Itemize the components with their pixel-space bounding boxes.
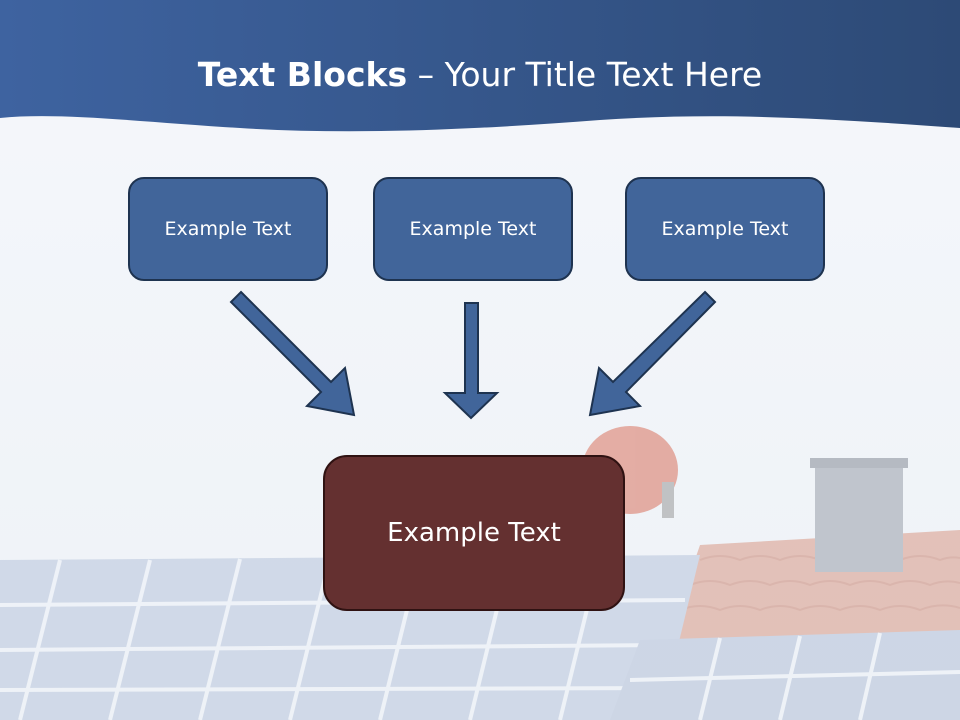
text-block-2-label: Example Text (409, 218, 537, 240)
text-block-1-label: Example Text (164, 218, 292, 240)
title-dash: – (407, 55, 445, 94)
title-rest: Your Title Text Here (444, 55, 763, 94)
slide-title: Text Blocks – Your Title Text Here (0, 52, 960, 98)
text-block-2[interactable]: Example Text (373, 177, 573, 281)
result-block-label: Example Text (387, 518, 561, 548)
text-block-3[interactable]: Example Text (625, 177, 825, 281)
title-bold: Text Blocks (197, 55, 408, 94)
arrow-right-diagonal (588, 290, 717, 417)
result-block[interactable]: Example Text (323, 455, 625, 611)
arrow-center-down (442, 302, 500, 420)
header-band (0, 0, 960, 132)
text-block-1[interactable]: Example Text (128, 177, 328, 281)
arrow-left-diagonal (229, 290, 356, 417)
text-block-3-label: Example Text (661, 218, 789, 240)
roof-photo (0, 426, 960, 720)
